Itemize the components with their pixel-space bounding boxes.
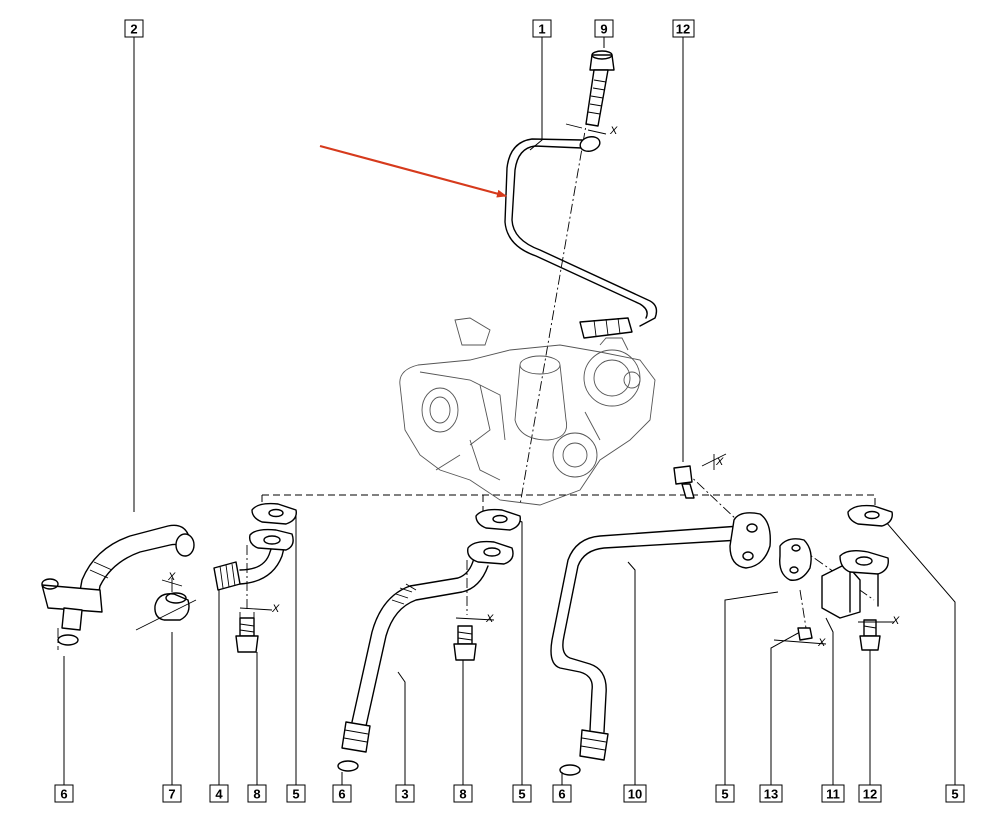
callout-12: 12 [672, 19, 695, 38]
svg-text:6: 6 [338, 787, 345, 802]
callout-1: 1 [532, 19, 552, 38]
callout-10: 10 [623, 784, 647, 803]
torque-label: X [167, 571, 176, 583]
svg-text:9: 9 [600, 22, 607, 37]
callout-4: 4 [209, 784, 229, 803]
torque-mark: X [455, 613, 495, 625]
svg-text:4: 4 [215, 787, 223, 802]
svg-text:2: 2 [130, 22, 137, 37]
svg-text:12: 12 [863, 787, 877, 802]
return-hose [41, 524, 195, 646]
svg-text:5: 5 [518, 787, 525, 802]
torque-label: X [891, 615, 900, 627]
svg-text:5: 5 [292, 787, 299, 802]
leader-lines [63, 37, 956, 785]
torque-label: X [715, 456, 724, 468]
torque-marks: X X X X X X X [161, 123, 900, 649]
svg-text:7: 7 [168, 787, 175, 802]
callout-11: 11 [821, 784, 845, 803]
torque-label: X [817, 637, 826, 649]
turbocharger [399, 317, 656, 506]
callouts-top: 2 1 9 12 [124, 19, 695, 38]
torque-label: X [271, 603, 280, 615]
oil-feed-pipe [504, 136, 658, 339]
svg-text:6: 6 [60, 787, 67, 802]
callout-5: 5 [512, 784, 532, 803]
right-return-pipe [550, 512, 771, 776]
svg-text:8: 8 [459, 787, 466, 802]
svg-text:5: 5 [721, 787, 728, 802]
callout-3: 3 [395, 784, 415, 803]
callout-8: 8 [247, 784, 267, 803]
right-flange-assembly [673, 454, 893, 651]
svg-text:5: 5 [951, 787, 958, 802]
svg-text:10: 10 [628, 787, 642, 802]
torque-mark: X [701, 453, 727, 468]
svg-text:11: 11 [826, 787, 840, 802]
callout-5: 5 [715, 784, 735, 803]
torque-label: X [485, 613, 494, 625]
callout-5: 5 [286, 784, 306, 803]
callout-8: 8 [453, 784, 473, 803]
banjo-bolt [585, 50, 615, 127]
torque-mark: X [773, 637, 827, 649]
svg-text:8: 8 [253, 787, 260, 802]
hose-clamp [135, 578, 197, 631]
pointer-arrow [319, 144, 507, 198]
svg-text:6: 6 [558, 787, 565, 802]
callout-6: 6 [552, 784, 572, 803]
callout-2: 2 [124, 19, 144, 38]
callout-9: 9 [594, 19, 614, 38]
middle-return-hose [337, 508, 521, 772]
torque-label: X [609, 125, 618, 137]
callout-13: 13 [759, 784, 783, 803]
svg-text:1: 1 [538, 22, 545, 37]
svg-text:12: 12 [676, 22, 690, 37]
callout-6: 6 [54, 784, 74, 803]
callout-7: 7 [162, 784, 182, 803]
svg-text:3: 3 [401, 787, 408, 802]
callouts-bottom: 6 7 4 8 5 6 3 8 [54, 784, 965, 803]
svg-text:13: 13 [764, 787, 778, 802]
torque-mark: X [858, 615, 900, 627]
callout-5: 5 [945, 784, 965, 803]
torque-mark: X [161, 571, 183, 587]
callout-12: 12 [858, 784, 882, 803]
torque-mark: X [239, 603, 280, 615]
return-elbow [213, 502, 297, 653]
callout-6: 6 [332, 784, 352, 803]
torque-mark: X [565, 123, 618, 137]
